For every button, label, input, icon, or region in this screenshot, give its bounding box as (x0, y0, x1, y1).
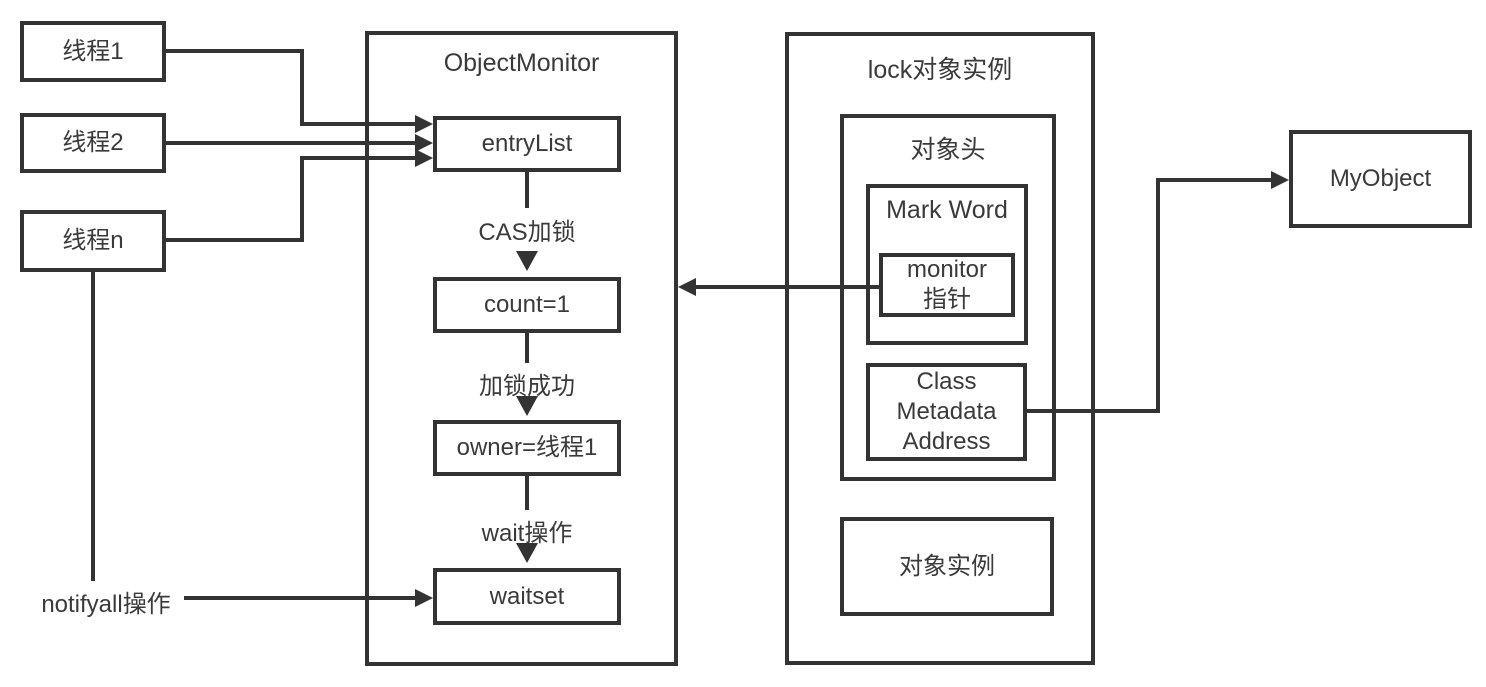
connector-owner-waitset (525, 476, 529, 510)
connector-classmeta-into-myobject (1156, 178, 1273, 182)
thread2-box: 线程2 (20, 113, 166, 173)
lock-instance-title: lock对象实例 (867, 56, 1013, 84)
arrowhead-notifyall-waitset (415, 589, 433, 607)
lock-instance-container: lock对象实例 (785, 32, 1095, 665)
thread2-label: 线程2 (62, 129, 124, 156)
cas-lock-label: CAS加锁 (478, 219, 576, 246)
connector-thread-n-horizontal (165, 238, 304, 242)
object-header-container: 对象头 (840, 114, 1056, 481)
my-object-label: MyObject (1329, 165, 1432, 192)
wait-op-label: wait操作 (481, 520, 573, 547)
thread1-box: 线程1 (20, 21, 166, 82)
waitset-box: waitset (433, 568, 621, 625)
entrylist-label: entryList (481, 130, 573, 157)
monitor-pointer-box: monitor 指针 (879, 253, 1015, 317)
connector-monitorptr-objectmonitor (694, 285, 879, 289)
arrowhead-thread2-entrylist (415, 134, 433, 152)
connector-thread1-vertical (300, 49, 304, 126)
connector-thread-n-notifyall-vertical (91, 272, 95, 581)
arrowhead-cas-count (516, 251, 538, 271)
mark-word-title: Mark Word (886, 196, 1008, 224)
connector-notifyall-waitset (184, 596, 415, 600)
waitset-label: waitset (489, 582, 565, 610)
count-label: count=1 (483, 291, 571, 318)
connector-thread1-into-entrylist (300, 122, 417, 126)
connector-thread-n-vertical (300, 156, 304, 242)
count-box: count=1 (433, 277, 621, 333)
monitor-pointer-line1: monitor (906, 256, 988, 283)
entrylist-box: entryList (433, 116, 621, 172)
arrowhead-monitorptr-objectmonitor (678, 278, 696, 296)
thread-n-label: 线程n (62, 227, 124, 254)
connector-thread-n-into-entrylist (300, 156, 417, 160)
class-metadata-line1: Class (916, 368, 977, 395)
arrowhead-thread-n-entrylist (415, 149, 433, 167)
connector-classmeta-horizontal (1027, 409, 1160, 413)
class-metadata-line2: Metadata (896, 398, 997, 425)
owner-box: owner=线程1 (433, 420, 621, 476)
connector-thread1-horizontal (165, 49, 304, 53)
thread-n-box: 线程n (20, 210, 166, 272)
object-monitor-container: ObjectMonitor (365, 31, 678, 666)
thread1-label: 线程1 (62, 37, 124, 65)
class-metadata-line3: Address (902, 428, 991, 455)
monitor-pointer-line2: 指针 (923, 286, 971, 313)
object-monitor-title: ObjectMonitor (443, 49, 600, 77)
class-metadata-address-box: Class Metadata Address (866, 363, 1027, 461)
object-instance-box: 对象实例 (840, 517, 1054, 616)
object-instance-label: 对象实例 (899, 552, 995, 580)
arrowhead-locksuccess-owner (516, 396, 538, 416)
connector-count-owner (525, 333, 529, 363)
mark-word-container: Mark Word (866, 184, 1028, 345)
owner-label: owner=线程1 (456, 434, 598, 461)
arrowhead-wait-waitset (516, 543, 538, 563)
arrowhead-classmeta-myobject (1271, 171, 1289, 189)
lock-success-label: 加锁成功 (479, 373, 575, 400)
connector-thread2-horizontal (165, 141, 417, 145)
connector-classmeta-vertical (1156, 178, 1160, 413)
arrowhead-thread1-entrylist (415, 115, 433, 133)
object-header-title: 对象头 (910, 136, 986, 164)
notifyall-label: notifyall操作 (41, 591, 171, 618)
connector-entrylist-count (525, 172, 529, 208)
my-object-box: MyObject (1289, 130, 1472, 228)
